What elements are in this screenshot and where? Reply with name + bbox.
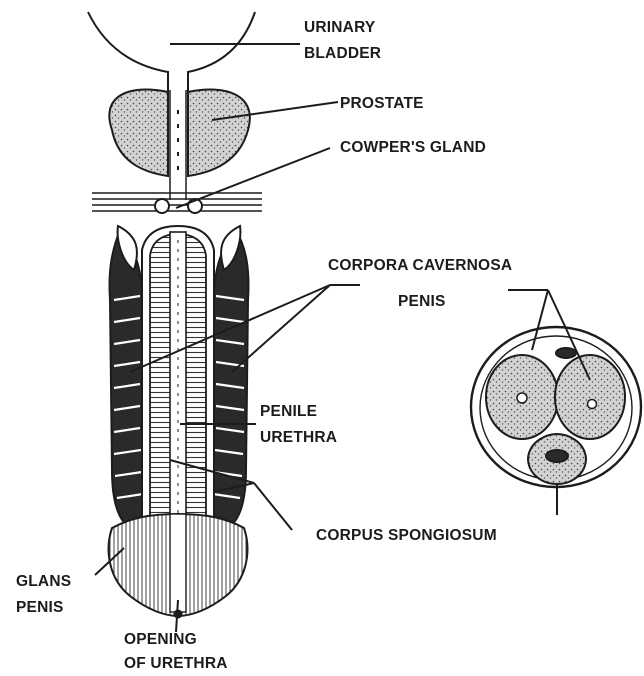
label-urethra: URETHRA [260, 429, 337, 446]
label-urinary: URINARY [304, 19, 376, 36]
label-opening: OPENING [124, 631, 197, 648]
cowpers-gland-left [155, 199, 169, 213]
labels: URINARY BLADDER PROSTATE COWPER'S GLAND … [16, 19, 512, 672]
longitudinal-section [88, 12, 262, 618]
label-corpus-spongiosum: CORPUS SPONGIOSUM [316, 527, 497, 544]
cross-artery-right [588, 400, 597, 409]
corpus-cavernosum-left [109, 230, 146, 528]
label-cowpers-gland: COWPER'S GLAND [340, 139, 486, 156]
glans-urethra [170, 514, 186, 612]
dorsal-vein [556, 348, 576, 358]
label-bladder: BLADDER [304, 45, 381, 62]
leader-spongiosum-c [254, 483, 292, 530]
label-penis-cross: PENIS [398, 293, 446, 310]
cross-artery-left [517, 393, 527, 403]
label-corpora-cavernosa: CORPORA CAVERNOSA [328, 257, 512, 274]
corpus-cavernosum-right [212, 230, 249, 528]
prostate-gland-shape [109, 90, 250, 176]
label-glans: GLANS [16, 573, 71, 590]
urinary-bladder-shape [88, 12, 255, 90]
cross-cavernosum-right [555, 355, 625, 439]
label-prostate: PROSTATE [340, 95, 424, 112]
cross-urethra [546, 450, 568, 462]
label-of-urethra: OF URETHRA [124, 655, 228, 672]
cross-section [471, 327, 641, 487]
label-penile: PENILE [260, 403, 317, 420]
label-glans-penis: PENIS [16, 599, 64, 616]
